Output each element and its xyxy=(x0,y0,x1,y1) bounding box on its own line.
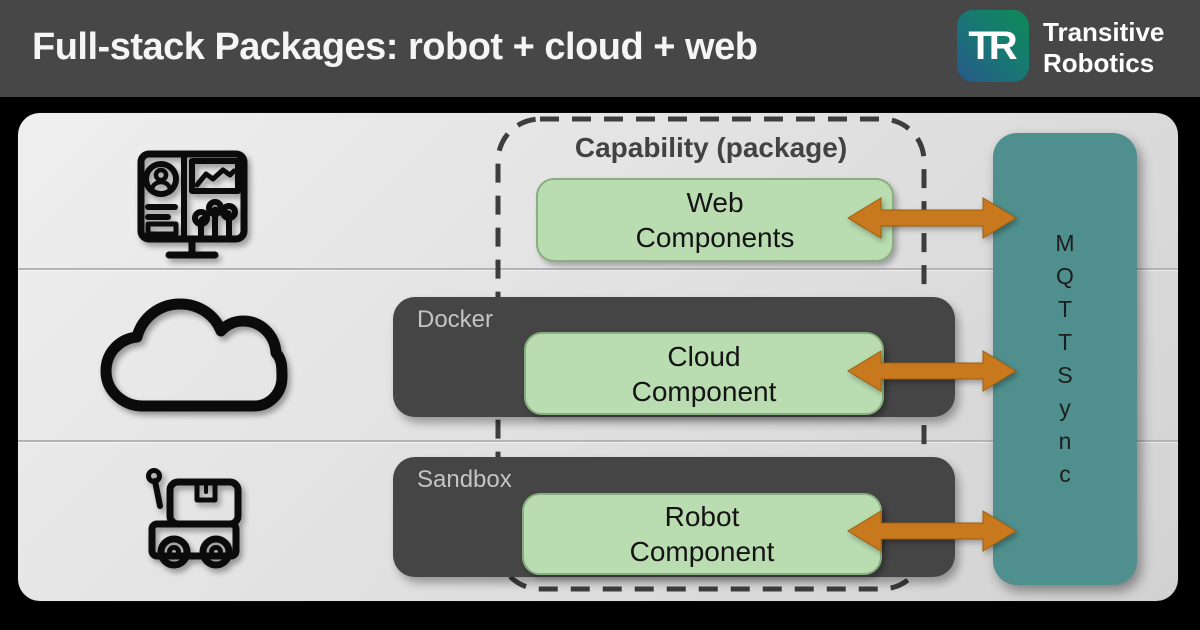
mqtt-letter: M xyxy=(1055,230,1075,256)
web-box-line2: Components xyxy=(635,222,795,253)
cloud-box-line1: Cloud xyxy=(667,340,741,372)
page-title: Full-stack Packages: robot + cloud + web xyxy=(32,26,758,68)
cloud-component-box: Cloud Component xyxy=(524,332,884,415)
header-bar: Full-stack Packages: robot + cloud + web… xyxy=(0,0,1200,97)
mqtt-letter: c xyxy=(1059,461,1071,487)
web-components-box: Web Components xyxy=(536,178,894,262)
web-mqtt-arrow xyxy=(846,193,1018,243)
mqttsync-bar: M Q T T S y n c xyxy=(993,133,1137,585)
mqtt-letter: y xyxy=(1059,395,1071,421)
brand-line1: Transitive xyxy=(1043,17,1165,47)
robot-box-line1: Robot xyxy=(664,501,740,532)
mqtt-letter: Q xyxy=(1056,263,1074,289)
capability-label: Capability (package) xyxy=(574,132,848,163)
cloud-box-line2: Component xyxy=(631,375,777,407)
logo-monogram: TR xyxy=(968,23,1017,68)
docker-label: Docker xyxy=(417,306,494,333)
row-divider-cloud-robot xyxy=(18,440,1178,442)
robot-box-line2: Component xyxy=(629,536,775,567)
robot-component-box: Robot Component xyxy=(522,493,882,575)
brand-name: Transitive Robotics xyxy=(1043,17,1164,79)
cloud-mqtt-arrow xyxy=(846,346,1018,396)
mqtt-letter: S xyxy=(1057,362,1073,388)
capability-dashed-border xyxy=(495,116,927,597)
mqtt-letter: T xyxy=(1057,329,1073,355)
cloud-icon xyxy=(96,293,288,428)
robot-cart-icon xyxy=(138,466,250,577)
robot-mqtt-arrow xyxy=(846,506,1018,556)
transitive-robotics-logo: TR xyxy=(957,10,1029,82)
web-box-line1: Web xyxy=(686,187,744,218)
mqtt-letter: T xyxy=(1057,296,1073,322)
dashboard-monitor-icon xyxy=(135,148,257,269)
sandbox-label: Sandbox xyxy=(417,466,512,493)
brand-line2: Robotics xyxy=(1043,48,1155,78)
row-divider-web-cloud xyxy=(18,268,1178,270)
mqtt-letter: n xyxy=(1058,428,1072,454)
